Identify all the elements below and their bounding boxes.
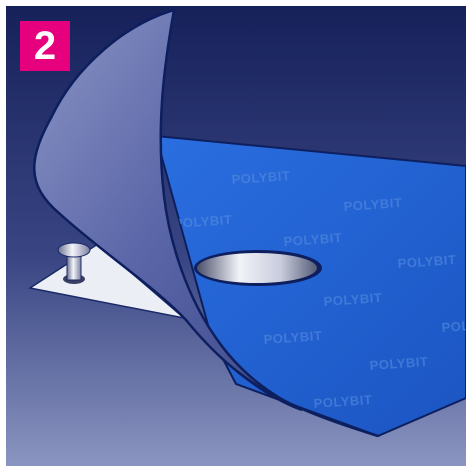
watermark-text: POLYBIT	[323, 290, 383, 309]
watermark-text: POLYBIT	[313, 392, 373, 411]
illustration-frame: POLYBIT POLYBIT POLYBIT POLYBIT POLYBIT …	[6, 6, 466, 466]
watermark-text: POLYBIT	[397, 252, 457, 271]
membrane-watermarks: POLYBIT POLYBIT POLYBIT POLYBIT POLYBIT …	[173, 168, 466, 411]
watermark-text: POLYBIT	[369, 354, 429, 373]
watermark-text: POLYBIT	[441, 316, 466, 335]
membrane-installation-illustration: POLYBIT POLYBIT POLYBIT POLYBIT POLYBIT …	[6, 6, 466, 466]
watermark-text: POLYBIT	[263, 328, 323, 347]
watermark-text: POLYBIT	[343, 195, 403, 214]
membrane-hole	[197, 253, 317, 283]
watermark-text: POLYBIT	[173, 212, 233, 231]
fastener-pin-icon	[57, 242, 91, 284]
watermark-text: POLYBIT	[283, 230, 343, 249]
step-number-badge: 2	[20, 21, 70, 71]
membrane-folded-flap	[33, 8, 303, 412]
watermark-text: POLYBIT	[231, 168, 291, 187]
membrane-edge	[237, 371, 379, 438]
